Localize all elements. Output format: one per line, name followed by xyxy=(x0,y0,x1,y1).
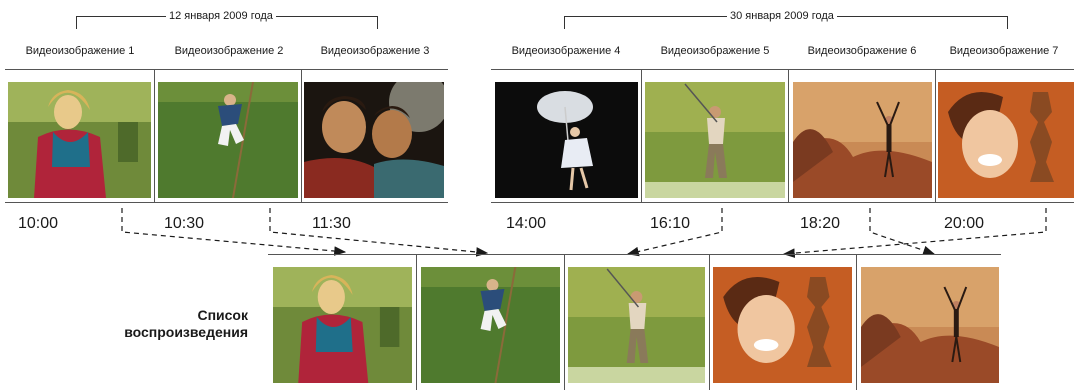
time-label-1: 10:00 xyxy=(18,215,59,232)
playlist-divider xyxy=(564,254,565,390)
arrow-clip6-to-playlist5 xyxy=(869,208,936,256)
time-label-6: 18:20 xyxy=(800,215,841,232)
thumbnail-girl-umbrella xyxy=(495,82,638,198)
strip-divider xyxy=(935,69,936,203)
strip-divider xyxy=(301,69,302,203)
time-label-7: 20:00 xyxy=(944,215,985,232)
clip-label-1: Видеоизображение 1 xyxy=(25,45,135,57)
thumbnail-woman-jogging xyxy=(8,82,151,198)
playlist-item-1 xyxy=(273,267,412,383)
arrow-clip2-to-playlist2 xyxy=(269,208,489,257)
time-label-4: 14:00 xyxy=(506,215,547,232)
date-label-2: 30 января 2009 года xyxy=(727,10,837,22)
clip-label-5: Видеоизображение 5 xyxy=(660,45,770,57)
strip-divider xyxy=(641,69,642,203)
strip-divider xyxy=(788,69,789,203)
thumbnail-golfer xyxy=(645,82,785,198)
clip-label-3: Видеоизображение 3 xyxy=(320,45,430,57)
thumbnail-two-men xyxy=(304,82,444,198)
clip-label-2: Видеоизображение 2 xyxy=(174,45,284,57)
strip-bottom-line-2 xyxy=(491,202,1074,203)
thumbnail-child-jumping xyxy=(158,82,298,198)
playlist-item-5 xyxy=(861,267,999,383)
arrow-clip5-to-playlist3 xyxy=(626,208,723,257)
strip-top-line-1 xyxy=(5,69,448,70)
playlist-top-line xyxy=(268,254,1001,255)
strip-bottom-line-1 xyxy=(5,202,448,203)
clip-label-7: Видеоизображение 7 xyxy=(949,45,1059,57)
strip-divider xyxy=(154,69,155,203)
clip-label-6: Видеоизображение 6 xyxy=(807,45,917,57)
thumbnail-hiker-sunset xyxy=(793,82,932,198)
playlist-title-line-1: Список xyxy=(197,307,248,323)
playlist-title-line-2: воспроизведения xyxy=(124,324,248,340)
time-label-5: 16:10 xyxy=(650,215,691,232)
thumbnail-woman-chess xyxy=(938,82,1074,198)
time-label-3: 11:30 xyxy=(312,215,351,232)
playlist-divider xyxy=(709,254,710,390)
strip-top-line-2 xyxy=(491,69,1074,70)
time-label-2: 10:30 xyxy=(164,215,205,232)
clip-label-4: Видеоизображение 4 xyxy=(511,45,621,57)
arrow-clip7-to-playlist4 xyxy=(782,208,1047,258)
playlist-title: Список воспроизведения xyxy=(60,307,248,341)
date-label-1: 12 января 2009 года xyxy=(166,10,276,22)
playlist-item-3 xyxy=(568,267,705,383)
playlist-item-2 xyxy=(421,267,560,383)
arrow-clip1-to-playlist1 xyxy=(121,208,347,256)
playlist-divider xyxy=(416,254,417,390)
playlist-divider xyxy=(856,254,857,390)
playlist-item-4 xyxy=(713,267,852,383)
